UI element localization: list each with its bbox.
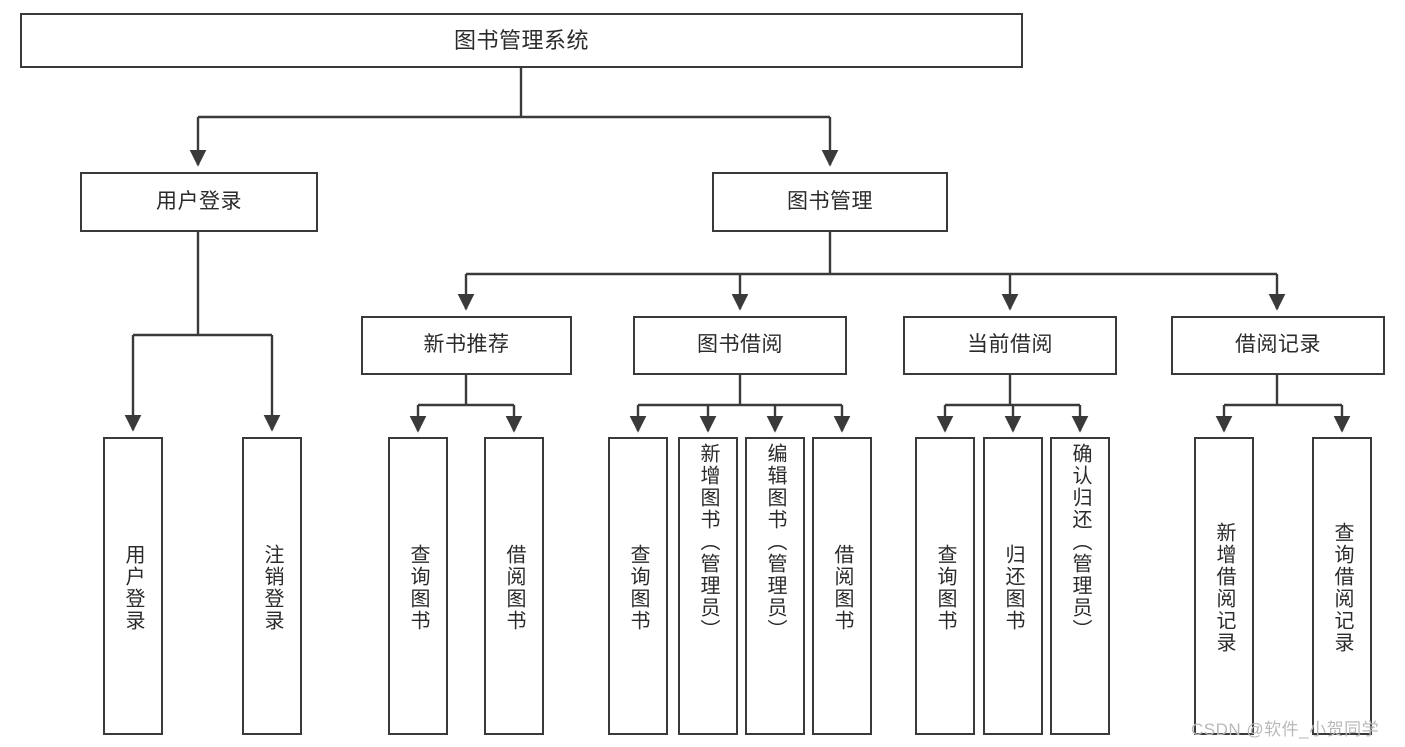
- csdn-watermark: CSDN @软件_小贺同学: [1191, 720, 1380, 739]
- node-current-borrow[interactable]: 当前借阅: [903, 316, 1117, 375]
- node-label: 借阅记录: [1235, 333, 1321, 357]
- leaf-current-return-book[interactable]: 归还图书: [983, 437, 1043, 735]
- node-label: 新增借阅记录: [1213, 522, 1235, 654]
- node-label: 新增图书（管理员）: [697, 443, 719, 641]
- leaf-new-book-query[interactable]: 查询图书: [388, 437, 448, 735]
- node-root-system[interactable]: 图书管理系统: [20, 13, 1023, 68]
- leaf-new-book-borrow[interactable]: 借阅图书: [484, 437, 544, 735]
- node-book-management[interactable]: 图书管理: [712, 172, 948, 232]
- node-label: 图书管理: [787, 189, 873, 213]
- node-label: 当前借阅: [967, 333, 1053, 357]
- leaf-borrow-query-book[interactable]: 查询图书: [608, 437, 668, 735]
- node-user-login[interactable]: 用户登录: [80, 172, 318, 232]
- node-label: 查询借阅记录: [1331, 522, 1353, 654]
- node-book-borrow[interactable]: 图书借阅: [633, 316, 847, 375]
- node-label: 确认归还（管理员）: [1069, 443, 1091, 641]
- node-label: 用户登录: [122, 544, 144, 632]
- leaf-current-query-book[interactable]: 查询图书: [915, 437, 975, 735]
- leaf-record-query-record[interactable]: 查询借阅记录: [1312, 437, 1372, 735]
- leaf-borrow-edit-book-admin[interactable]: 编辑图书（管理员）: [745, 437, 805, 735]
- leaf-borrow-add-book-admin[interactable]: 新增图书（管理员）: [678, 437, 738, 735]
- node-label: 图书管理系统: [453, 27, 589, 53]
- leaf-user-login-signout[interactable]: 注销登录: [242, 437, 302, 735]
- node-label: 借阅图书: [831, 544, 853, 632]
- node-label: 编辑图书（管理员）: [764, 443, 786, 641]
- node-label: 查询图书: [407, 544, 429, 632]
- node-label: 新书推荐: [423, 333, 510, 357]
- node-label: 注销登录: [261, 544, 283, 632]
- node-label: 借阅图书: [503, 544, 525, 632]
- node-label: 归还图书: [1002, 544, 1024, 632]
- node-label: 图书借阅: [697, 333, 783, 357]
- node-borrow-record[interactable]: 借阅记录: [1171, 316, 1385, 375]
- node-label: 查询图书: [934, 544, 956, 632]
- node-new-book-recommend[interactable]: 新书推荐: [361, 316, 572, 375]
- leaf-current-confirm-return-admin[interactable]: 确认归还（管理员）: [1050, 437, 1110, 735]
- leaf-borrow-borrow-book[interactable]: 借阅图书: [812, 437, 872, 735]
- node-label: 用户登录: [156, 189, 242, 213]
- node-label: 查询图书: [627, 544, 649, 632]
- leaf-user-login-signin[interactable]: 用户登录: [103, 437, 163, 735]
- leaf-record-add-record[interactable]: 新增借阅记录: [1194, 437, 1254, 735]
